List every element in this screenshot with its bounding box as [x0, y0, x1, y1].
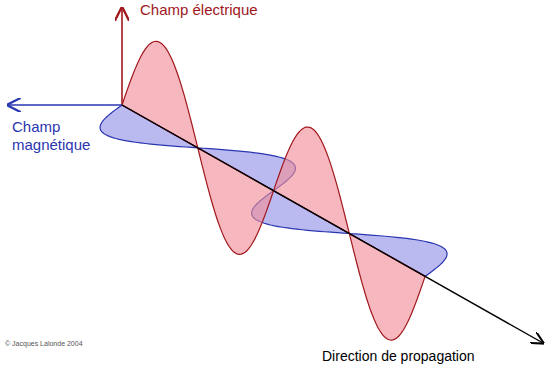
field-label: Champ électrique	[140, 1, 290, 19]
magnetic-axis-arrow	[8, 104, 122, 106]
watermark: © Jacques Lalonde 2004	[5, 340, 125, 348]
field-label: Champ magnétique	[12, 118, 98, 154]
axis-label: Direction de propagation	[322, 348, 547, 365]
propagation-axis	[122, 105, 543, 343]
electric-axis-arrow	[121, 8, 123, 105]
